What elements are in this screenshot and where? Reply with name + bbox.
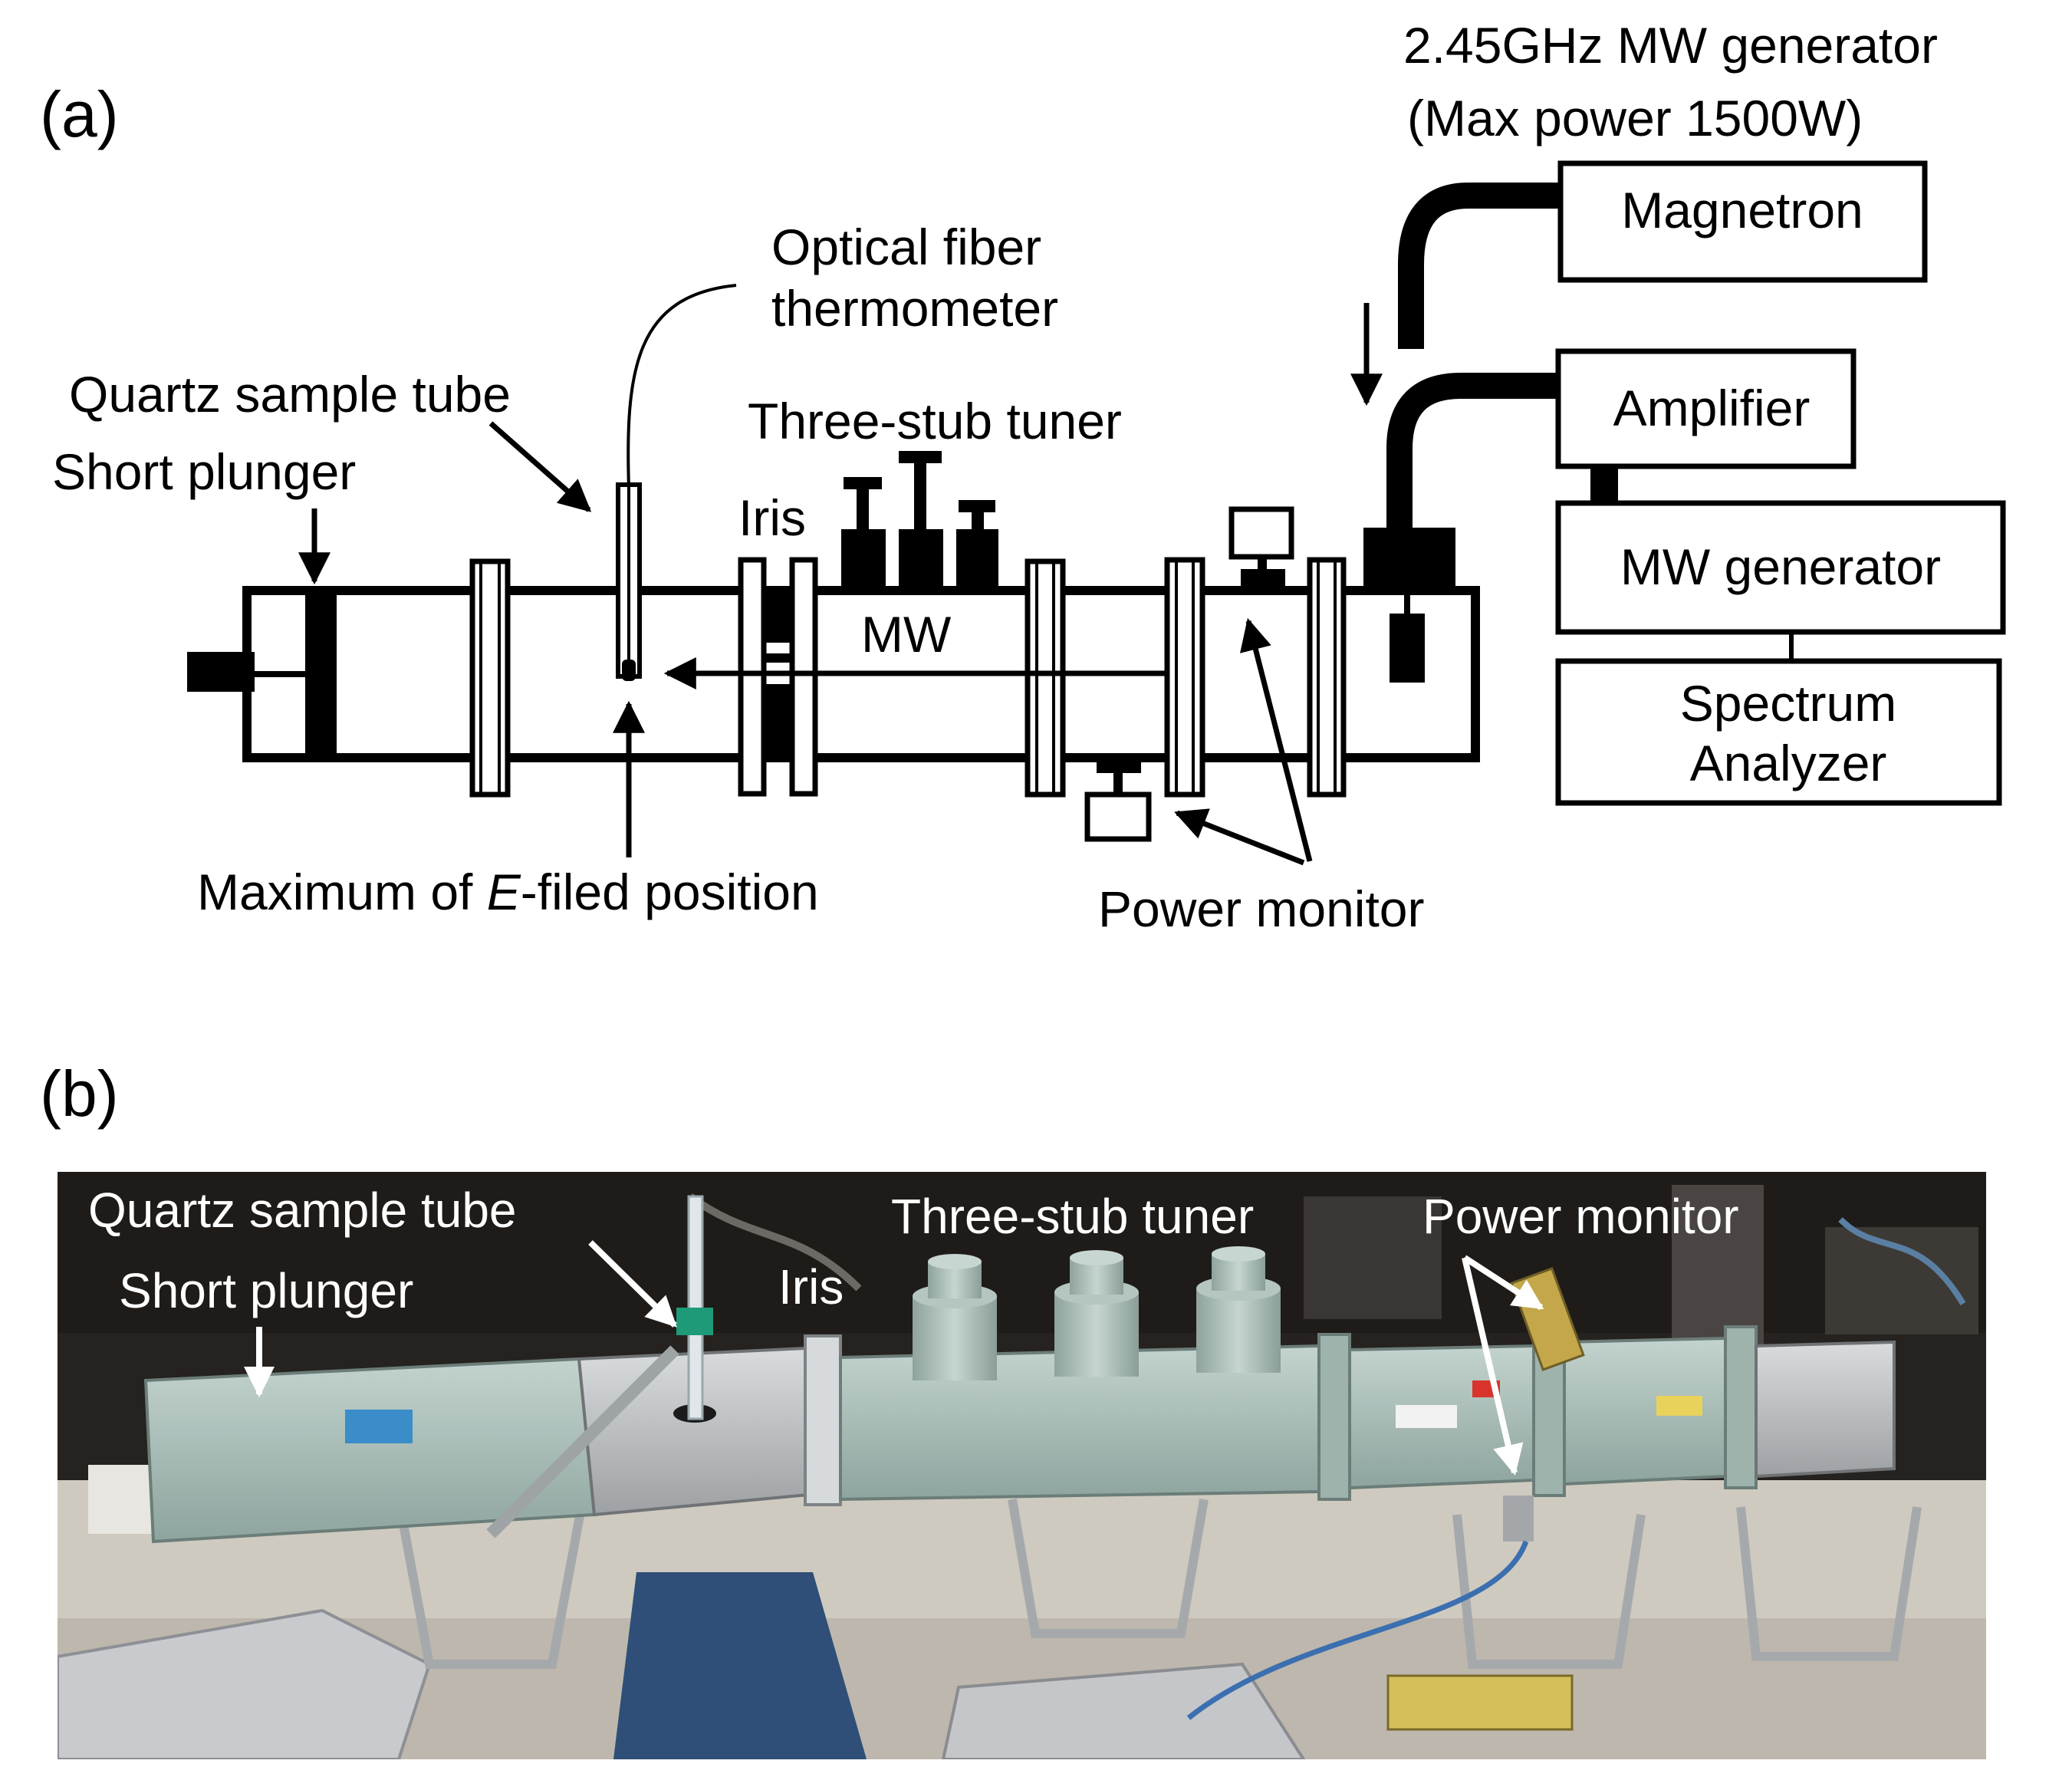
tuner-stub-1	[841, 477, 886, 592]
photo-equipment-1	[1304, 1196, 1442, 1319]
mw-label: MW	[861, 606, 952, 663]
mw-generator-label: MW generator	[1620, 538, 1941, 595]
photo-launcher-section	[1755, 1340, 1896, 1479]
power-monitor-arrow-top	[1240, 617, 1313, 862]
mw-generator-box	[1555, 500, 2006, 635]
photo-cable-1	[688, 1193, 862, 1291]
spectrum-label-line1: Spectrum	[1680, 675, 1896, 732]
photo-tube-clamp	[676, 1308, 713, 1335]
panel-a-tag: (a)	[40, 78, 119, 150]
spectrum-analyzer-box	[1555, 658, 2002, 806]
photo-blue-pad	[613, 1572, 867, 1759]
flange-iris-right	[789, 557, 818, 797]
iris-label: Iris	[738, 489, 806, 546]
tuner-stub-3	[956, 500, 998, 592]
photo-yellow-tag	[1656, 1396, 1702, 1416]
tuner-stub-2	[899, 451, 943, 592]
photo-power-monitor-arrow-bottom	[1462, 1257, 1524, 1476]
quartz-tube-arrow	[488, 421, 592, 512]
photo-power-monitor-arrow-top	[1462, 1255, 1544, 1311]
optical-fiber-label-line2: thermometer	[771, 280, 1058, 337]
photo-power-sensor-bottom	[1503, 1496, 1534, 1542]
photo-cable-2	[1838, 1217, 1966, 1306]
optical-fiber-lead	[627, 284, 737, 489]
photo-power-monitor-label: Power monitor	[1422, 1189, 1739, 1244]
photo-three-stub-label: Three-stub tuner	[891, 1189, 1254, 1244]
three-stub-label: Three-stub tuner	[748, 393, 1122, 449]
flange-5	[1307, 557, 1347, 798]
photo-clamp-rod	[486, 1345, 679, 1538]
spectrum-label-line2: Analyzer	[1690, 735, 1887, 791]
photo-back-wall	[58, 1172, 1986, 1333]
panel-a-schematic: (a) 2.45GHz MW generator (Max power 1500…	[40, 17, 2006, 937]
panel-b-tag: (b)	[40, 1058, 119, 1130]
flange-iris-left	[738, 557, 767, 797]
sample-tip	[622, 660, 636, 681]
photo-sensor-cable	[1186, 1540, 1529, 1720]
short-plunger-label: Short plunger	[52, 443, 356, 500]
photo-iris-flange	[804, 1334, 842, 1506]
amplifier-label: Amplifier	[1613, 380, 1811, 436]
flange-1	[469, 558, 511, 798]
photo-label-sticker	[345, 1410, 413, 1443]
photo-quartz-tube-arrow	[588, 1240, 677, 1328]
power-sensor-bottom	[1084, 791, 1152, 842]
max-e-italic: E	[487, 864, 521, 920]
power-sensor-top	[1228, 506, 1294, 560]
max-e-suffix: -filed position	[521, 864, 819, 920]
power-sensor-bottom-mount	[1097, 758, 1141, 773]
photo-equipment-3	[1825, 1227, 1978, 1334]
antenna-probe	[1390, 614, 1425, 683]
magnetron-label: Magnetron	[1621, 182, 1863, 239]
amplifier-connector	[1590, 466, 1618, 503]
photo-tag	[1396, 1405, 1457, 1428]
power-monitor-arrow-bottom	[1174, 808, 1305, 866]
optical-fiber-label-line1: Optical fiber	[771, 219, 1041, 275]
launcher-block	[1363, 528, 1455, 594]
photo-iris-label: Iris	[778, 1259, 844, 1315]
power-sensor-top-mount	[1241, 569, 1285, 592]
magnetron-box	[1557, 160, 1928, 283]
generator-title: 2.45GHz MW generator	[1403, 17, 1938, 74]
power-monitor-label: Power monitor	[1098, 880, 1425, 937]
iris-plate-bottom	[764, 684, 792, 758]
photo-foil-center	[941, 1662, 1306, 1759]
photo-stands	[394, 1498, 1922, 1669]
photo-quartz-tube-label: Quartz sample tube	[88, 1183, 517, 1238]
photo-short-plunger-label: Short plunger	[119, 1263, 413, 1318]
quartz-tube-label: Quartz sample tube	[69, 366, 511, 423]
photo-tuner-knobs	[913, 1246, 1281, 1380]
photo-flange-right2	[1724, 1325, 1758, 1489]
plunger-face	[305, 591, 333, 758]
amplifier-box	[1555, 348, 1857, 469]
photo-flange-mid	[1317, 1333, 1351, 1501]
max-e-field-label: Maximum of E-filed position	[197, 864, 819, 920]
iris-aperture-bar	[764, 653, 792, 663]
generator-subtitle: (Max power 1500W)	[1407, 90, 1863, 146]
flange-4	[1164, 557, 1205, 798]
photo-foil-left	[58, 1608, 432, 1759]
photo-plunger-section	[143, 1357, 597, 1544]
iris-plate-top	[764, 591, 792, 643]
flange-3	[1024, 558, 1066, 798]
amplifier-cable	[1386, 373, 1558, 529]
photo-power-meter	[1386, 1674, 1574, 1731]
power-sensor-top-stem	[1258, 557, 1267, 572]
panel-b-photo: Quartz sample tube Short plunger Iris Th…	[58, 1172, 1986, 1759]
magnetron-cable	[1398, 183, 1561, 349]
max-e-prefix: Maximum of	[197, 864, 487, 920]
